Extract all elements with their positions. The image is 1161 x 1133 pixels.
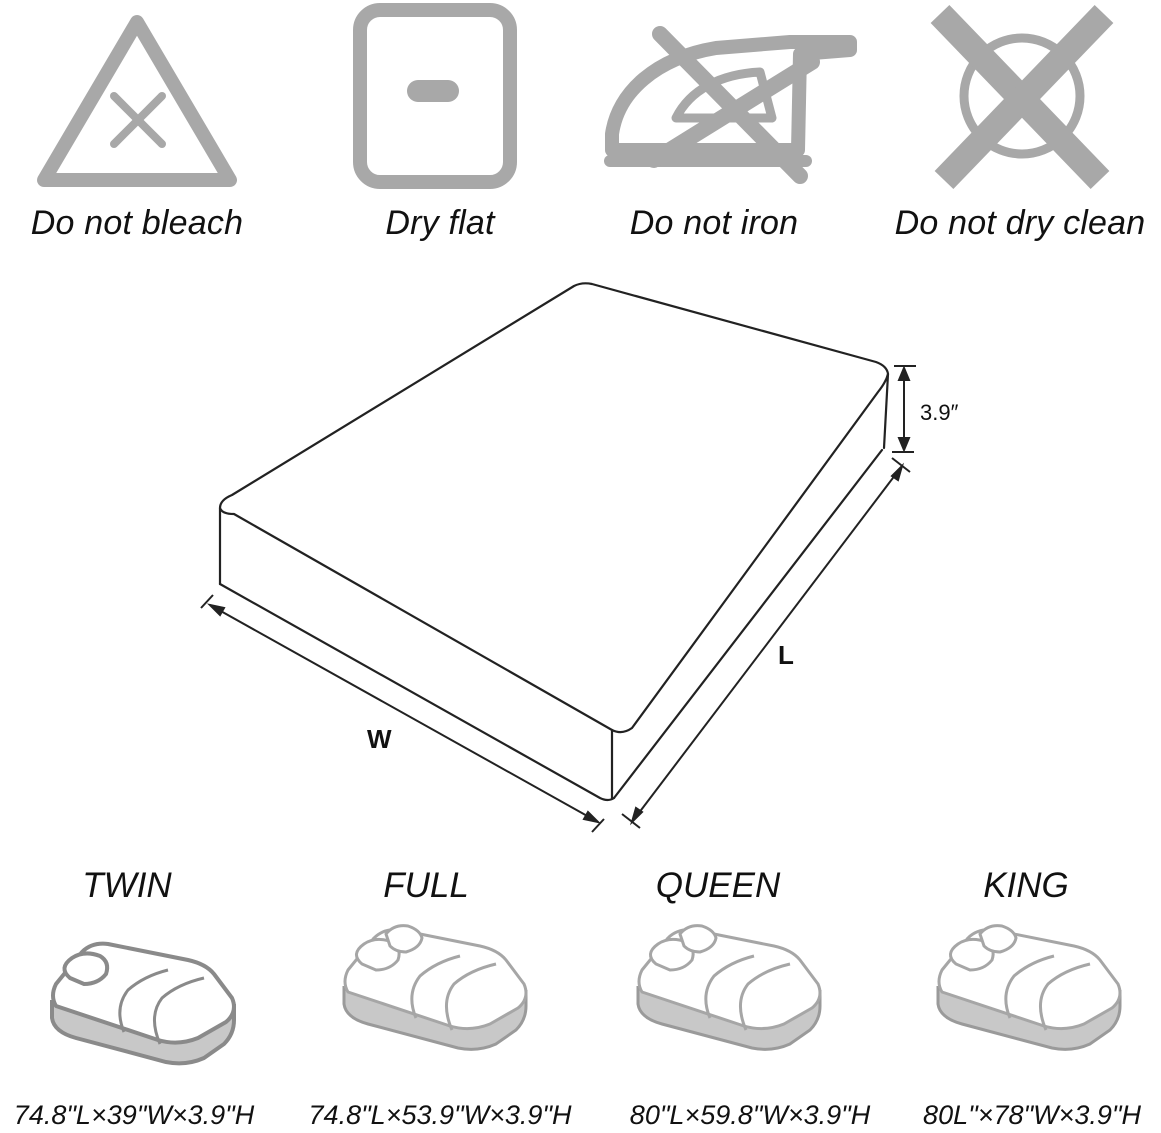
circle-crossed-icon (930, 4, 1114, 190)
width-dimension-line (200, 594, 605, 833)
size-name-queen: QUEEN (655, 866, 781, 905)
care-label-dry: Dry flat (385, 204, 495, 242)
length-label: L (778, 640, 794, 670)
care-label-dry-clean: Do not dry clean (894, 204, 1146, 242)
size-dim-queen: 80"L×59.8"W×3.9"H (629, 1100, 871, 1130)
care-label-iron: Do not iron (629, 204, 799, 242)
length-dimension-line (621, 457, 911, 829)
iron-crossed-icon (604, 26, 857, 184)
width-label: W (367, 724, 392, 754)
care-label-bleach: Do not bleach (30, 204, 244, 242)
triangle-x-icon (37, 15, 237, 187)
care-icons (37, 3, 1114, 190)
bed-icon-queen (636, 924, 822, 1051)
bed-icon-king (936, 924, 1122, 1051)
size-name-king: KING (983, 866, 1069, 905)
bed-icon-twin (50, 941, 236, 1066)
bed-icon-full (342, 924, 528, 1051)
size-dim-twin: 74.8"L×39"W×3.9"H (13, 1100, 255, 1130)
height-label: 3.9″ (920, 400, 959, 425)
size-name-twin: TWIN (82, 866, 172, 905)
height-dimension-line (892, 365, 916, 453)
size-name-full: FULL (383, 866, 469, 905)
size-dim-king: 80L"×78"W×3.9"H (923, 1100, 1141, 1130)
square-dash-icon (353, 3, 517, 189)
size-dim-full: 74.8"L×53.9"W×3.9"H (308, 1100, 572, 1130)
